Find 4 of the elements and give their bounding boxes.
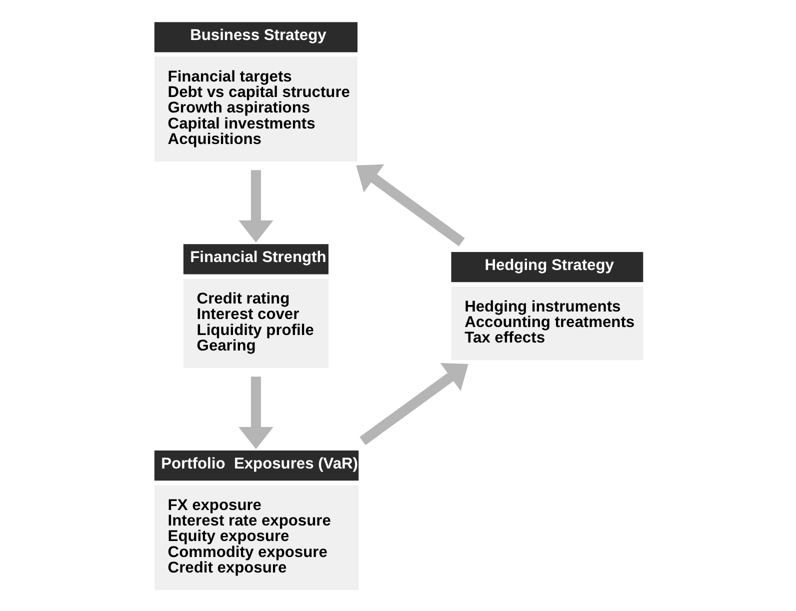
arrow	[356, 164, 464, 246]
arrow	[238, 376, 273, 450]
arrow	[238, 170, 273, 242]
arrow	[359, 362, 468, 446]
